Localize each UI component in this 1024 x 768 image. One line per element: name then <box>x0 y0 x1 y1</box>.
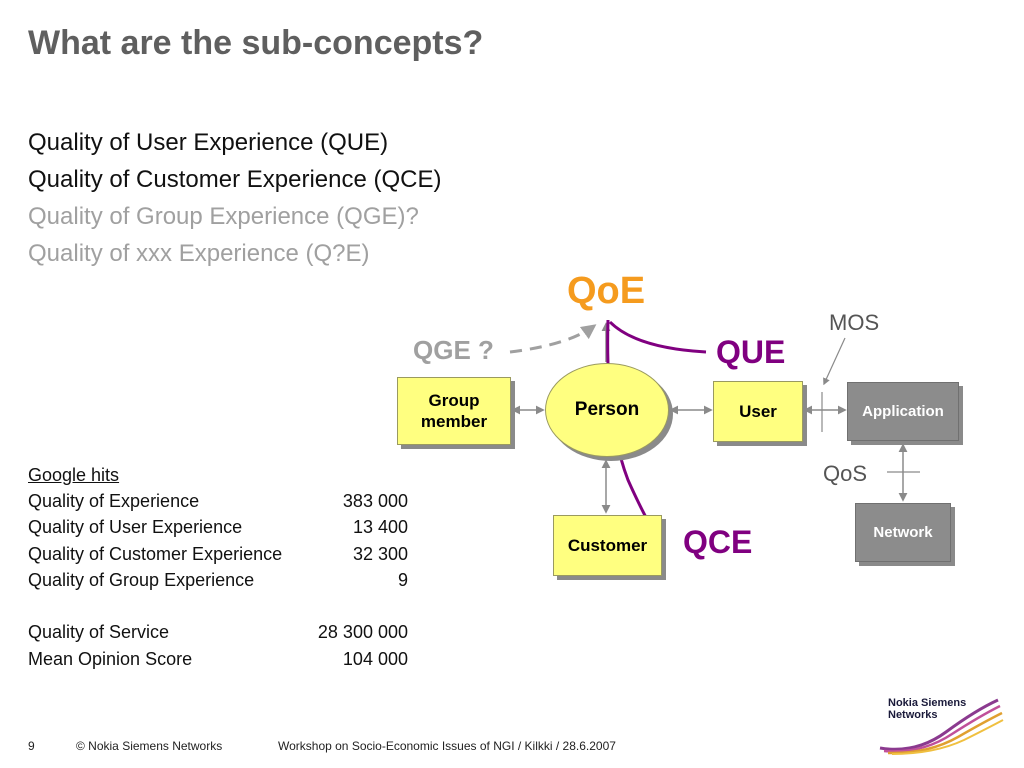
group-member-box: Group member <box>397 377 511 445</box>
qos-label: QoS <box>823 461 868 486</box>
network-label: Network <box>873 524 933 541</box>
page-number: 9 <box>28 739 35 753</box>
logo-line-2: Networks <box>888 709 938 721</box>
hits-value: 104 000 <box>342 648 408 669</box>
customer-box: Customer <box>553 515 662 576</box>
bullet-qce: Quality of Customer Experience (QCE) <box>28 166 442 193</box>
hits-value: 32 300 <box>352 543 408 564</box>
qge-dashed-curve <box>509 324 597 354</box>
hits-label: Quality of Group Experience <box>28 569 255 590</box>
user-box: User <box>713 381 803 442</box>
google-hits-header: Google hits <box>28 465 120 485</box>
hits-label: Quality of Customer Experience <box>28 543 283 564</box>
footer-event: Workshop on Socio-Economic Issues of NGI… <box>278 739 616 753</box>
bullet-qge: Quality of Group Experience (QGE)? <box>28 203 419 230</box>
hits-row: Quality of User Experience 13 400 <box>28 514 408 540</box>
mos-pointer <box>823 337 846 386</box>
que-label: QUE <box>716 334 786 370</box>
hits-value: 13 400 <box>352 517 408 538</box>
group-member-label-1: Group <box>428 391 480 410</box>
hits-label: Mean Opinion Score <box>28 648 193 669</box>
hits-value: 383 000 <box>342 491 408 511</box>
qce-label: QCE <box>683 524 753 560</box>
qoe-label: QoE <box>567 270 646 312</box>
que-curve <box>608 320 707 354</box>
user-label: User <box>739 401 777 421</box>
logo-line-1: Nokia Siemens <box>888 697 967 709</box>
nokia-siemens-logo-icon <box>879 698 1004 755</box>
bullet-qxe: Quality of xxx Experience (Q?E) <box>28 240 370 267</box>
hits-value: 9 <box>397 569 408 590</box>
bullet-list: Quality of User Experience (QUE) Quality… <box>28 124 441 272</box>
hits-label: Quality of Experience <box>28 491 200 511</box>
bullet-que: Quality of User Experience (QUE) <box>28 129 389 156</box>
customer-label: Customer <box>567 535 648 555</box>
application-label: Application <box>862 403 944 420</box>
hits-row: Quality of Service 28 300 000 <box>28 619 408 645</box>
person-label: Person <box>574 399 640 420</box>
group-member-label-2: member <box>420 412 488 431</box>
person-node: Person <box>545 363 669 457</box>
hits-value: 28 300 000 <box>317 622 408 643</box>
hits-row: Quality of Experience 383 000 <box>28 488 408 514</box>
application-box: Application <box>847 382 959 441</box>
hits-row: Quality of Group Experience 9 <box>28 567 408 593</box>
hits-row: Mean Opinion Score 104 000 <box>28 646 408 672</box>
slide-title: What are the sub-concepts? <box>28 24 484 62</box>
network-box: Network <box>855 503 951 562</box>
hits-label: Quality of User Experience <box>28 517 243 538</box>
hits-row: Quality of Customer Experience 32 300 <box>28 541 408 567</box>
logo-text: Nokia Siemens Networks <box>888 697 966 721</box>
google-hits-table: Google hits Quality of Experience 383 000… <box>28 462 408 672</box>
footer-copyright: © Nokia Siemens Networks <box>76 739 223 753</box>
hits-label: Quality of Service <box>28 622 170 643</box>
mos-label: MOS <box>829 310 880 335</box>
qge-label: QGE ? <box>413 335 494 365</box>
